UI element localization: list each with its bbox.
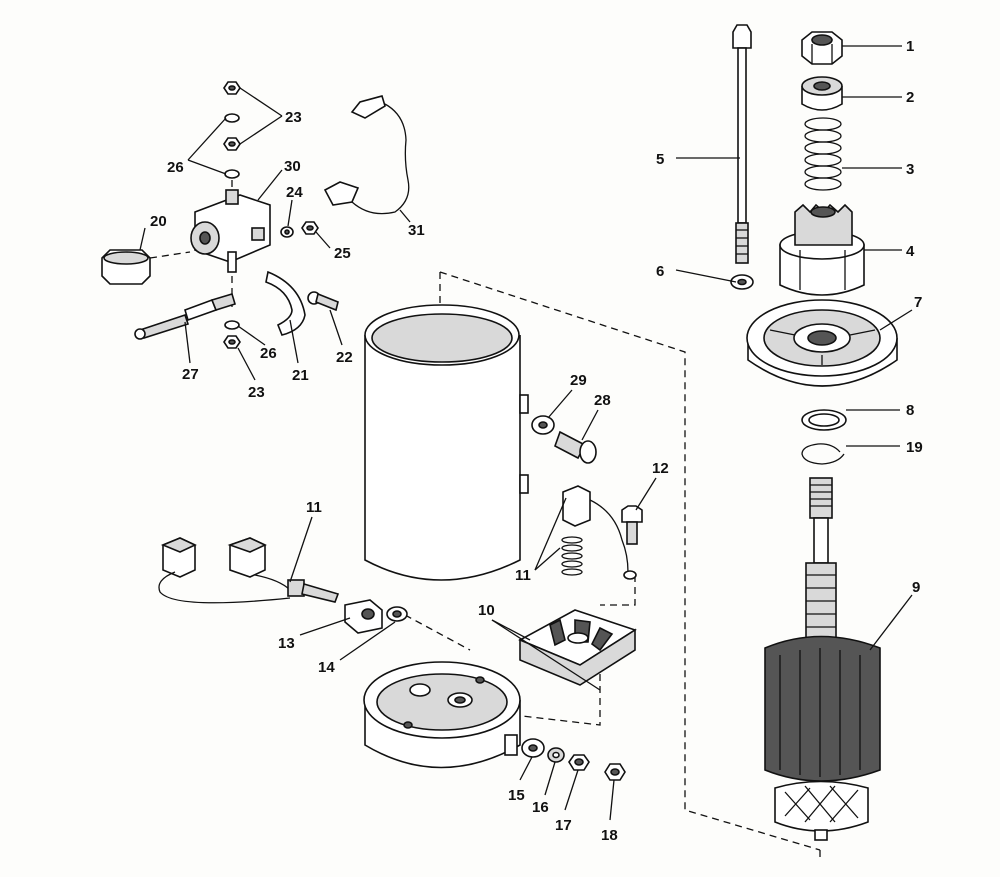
- part-9-armature: [764, 477, 881, 841]
- callout-23-top: 23: [285, 109, 302, 126]
- callout-25: 25: [334, 245, 351, 262]
- part-24-washer: [280, 226, 294, 238]
- part-22-screw: [307, 291, 339, 312]
- callout-3: 3: [906, 161, 914, 178]
- part-10-brush-holder: [518, 609, 637, 686]
- part-6-washer: [730, 274, 754, 290]
- callout-19: 19: [906, 439, 923, 456]
- callout-17: 17: [555, 817, 572, 834]
- part-commutator-end-cap: [363, 661, 521, 769]
- part-18-nut: [604, 763, 626, 781]
- callout-24: 24: [286, 184, 303, 201]
- callout-26-top: 26: [167, 159, 184, 176]
- part-3-spring: [804, 117, 842, 191]
- callout-6: 6: [656, 263, 664, 280]
- part-23-lower-nut: [223, 335, 241, 349]
- part-field-frame: [364, 304, 529, 581]
- callout-12: 12: [652, 460, 669, 477]
- callout-9: 9: [912, 579, 920, 596]
- part-14-washer: [386, 606, 408, 622]
- part-20-boot: [101, 249, 151, 285]
- part-27-terminal-stud: [134, 293, 236, 340]
- part-29-lock-washer: [531, 415, 555, 435]
- part-13-terminal-block: [344, 599, 383, 634]
- part-28-terminal-bolt: [554, 430, 597, 464]
- callout-20: 20: [150, 213, 167, 230]
- part-7-drive-end-cap: [746, 299, 898, 387]
- callout-14: 14: [318, 659, 335, 676]
- callout-23-lower: 23: [248, 384, 265, 401]
- callout-11-left: 11: [306, 499, 322, 516]
- callout-22: 22: [336, 349, 353, 366]
- part-11-brush-set-left: [158, 537, 340, 604]
- callout-16: 16: [532, 799, 549, 816]
- callout-27: 27: [182, 366, 199, 383]
- part-1-nut: [801, 31, 843, 65]
- callout-1: 1: [906, 38, 914, 55]
- part-2-spacer: [801, 76, 843, 111]
- part-25-nut: [301, 221, 319, 235]
- callout-26-lower: 26: [260, 345, 277, 362]
- callout-5: 5: [656, 151, 664, 168]
- part-5-through-bolt: [732, 24, 752, 264]
- part-8-thrust-washer: [801, 409, 847, 431]
- part-19-retaining-ring: [801, 443, 845, 465]
- part-21-bracket: [265, 270, 306, 336]
- callout-21: 21: [292, 367, 309, 384]
- part-23-top-nuts: [223, 81, 241, 151]
- part-12-screw: [621, 505, 643, 545]
- part-31-cable: [323, 95, 410, 215]
- callout-13: 13: [278, 635, 295, 652]
- part-4-pinion-gear: [779, 203, 865, 296]
- callout-31: 31: [408, 222, 425, 239]
- callout-labels: 1 2 3 4 5 6 7 8 19 9 12 29 28 11 11 10 1…: [150, 38, 923, 844]
- callout-4: 4: [906, 243, 915, 260]
- part-26-top-washers: [224, 113, 240, 179]
- callout-15: 15: [508, 787, 525, 804]
- part-16-lock-washer: [547, 747, 565, 763]
- callout-30: 30: [284, 158, 301, 175]
- part-17-nut: [568, 754, 590, 771]
- callout-18: 18: [601, 827, 618, 844]
- callout-10: 10: [478, 602, 495, 619]
- part-26-lower-washer: [224, 320, 240, 330]
- part-11-brush-and-spring-right: [561, 485, 637, 580]
- part-15-flat-washer: [521, 738, 545, 758]
- leader-lines: [139, 45, 913, 821]
- callout-8: 8: [906, 402, 914, 419]
- callout-29: 29: [570, 372, 587, 389]
- callout-7: 7: [914, 294, 922, 311]
- callout-2: 2: [906, 89, 914, 106]
- callout-28: 28: [594, 392, 611, 409]
- callout-11-right: 11: [515, 567, 531, 584]
- part-30-solenoid: [190, 189, 271, 273]
